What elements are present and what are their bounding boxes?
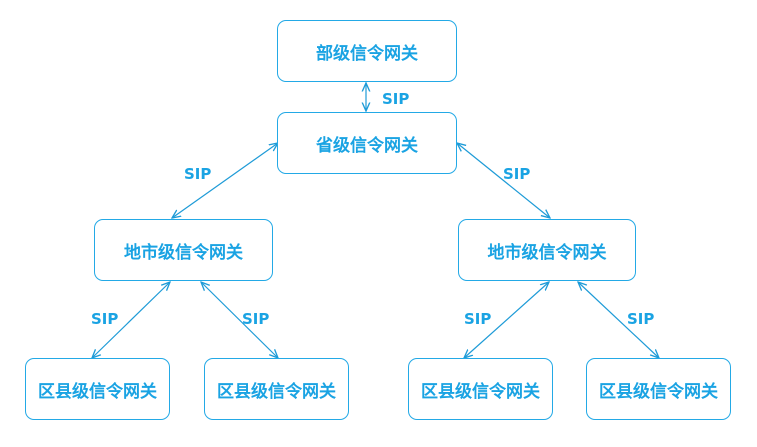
node-ministry-gateway: 部级信令网关 [277, 20, 457, 82]
sip-label-province-city-left: SIP [184, 165, 212, 183]
sip-label-city-left-county-2: SIP [242, 310, 270, 328]
node-county-gateway-1: 区县级信令网关 [25, 358, 170, 420]
node-county-gateway-2: 区县级信令网关 [204, 358, 349, 420]
sip-label-city-right-county-4: SIP [627, 310, 655, 328]
link-city-left-county-1 [92, 282, 170, 358]
sip-label-city-left-county-1: SIP [91, 310, 119, 328]
link-province-city-left [172, 143, 278, 218]
sip-label-city-right-county-3: SIP [464, 310, 492, 328]
link-province-city-right [457, 143, 550, 218]
sip-label-ministry-province: SIP [382, 90, 410, 108]
sip-label-province-city-right: SIP [503, 165, 531, 183]
link-city-right-county-3 [464, 282, 549, 358]
link-city-right-county-4 [578, 282, 659, 358]
node-county-gateway-3: 区县级信令网关 [408, 358, 553, 420]
node-city-gateway-right: 地市级信令网关 [458, 219, 636, 281]
node-city-gateway-left: 地市级信令网关 [94, 219, 273, 281]
node-county-gateway-4: 区县级信令网关 [586, 358, 731, 420]
node-province-gateway: 省级信令网关 [277, 112, 457, 174]
link-city-left-county-2 [201, 282, 278, 358]
